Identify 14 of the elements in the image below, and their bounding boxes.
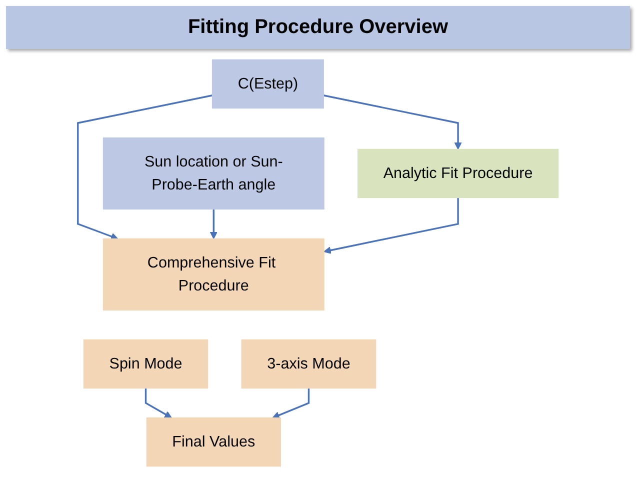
node-box: 3-axis Mode — [241, 339, 376, 389]
title-banner: Fitting Procedure Overview — [6, 6, 630, 49]
node-box: C(Estep) — [212, 59, 324, 109]
arrow — [144, 388, 172, 418]
arrow — [210, 209, 218, 240]
node-box: Spin Mode — [83, 339, 208, 389]
arrow — [324, 198, 459, 254]
arrow — [323, 94, 462, 150]
node-box: Sun location or Sun-Probe-Earth angle — [102, 137, 324, 210]
node-box: Analytic Fit Procedure — [357, 148, 559, 198]
arrow — [77, 94, 212, 240]
node-box: Final Values — [146, 417, 281, 467]
node-box: Comprehensive Fit Procedure — [102, 238, 324, 311]
arrow — [272, 388, 310, 419]
